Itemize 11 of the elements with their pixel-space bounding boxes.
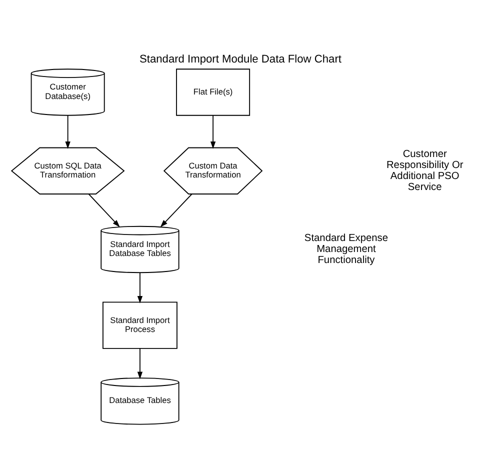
arrow: [137, 272, 143, 303]
node-box: Flat File(s): [176, 68, 250, 116]
arrow: [160, 193, 192, 227]
node-box: Standard Import Process: [102, 301, 178, 348]
arrow: [137, 348, 143, 379]
arrow: [65, 114, 70, 148]
label: Customer Responsibility Or Additional PSO Service: [386, 148, 464, 193]
arrow: [210, 114, 216, 148]
diagram-title: Standard Import Module Data Flow Chart: [140, 52, 342, 65]
label: Standard Expense Management Functionality: [304, 232, 388, 266]
arrow: [88, 193, 120, 227]
